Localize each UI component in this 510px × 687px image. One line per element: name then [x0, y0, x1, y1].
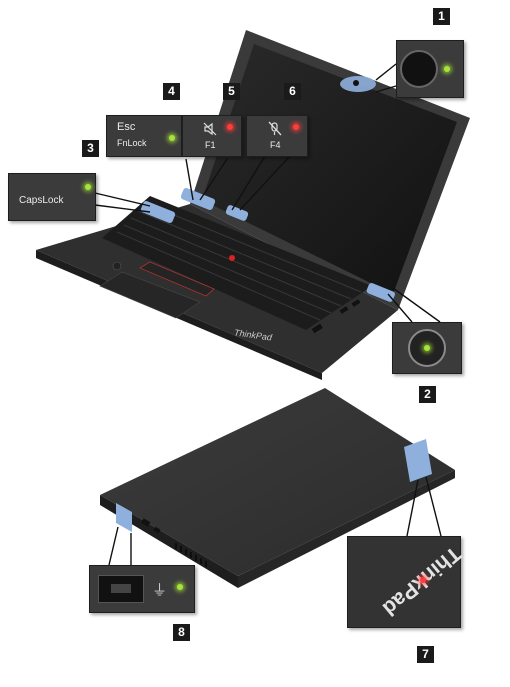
display-panel [202, 44, 457, 294]
microphone-mute-icon [268, 121, 282, 136]
leader-lines-top [94, 63, 441, 323]
callout-number-1: 1 [433, 8, 450, 25]
laptop-lid [100, 388, 455, 576]
side-vents [175, 543, 207, 567]
fingerprint-reader [112, 261, 122, 271]
lid-right-edge [238, 470, 455, 588]
capslock-key-callout: CapsLock [8, 173, 96, 221]
ac-power-callout: ⏚ [89, 565, 195, 613]
fnlock-led [169, 135, 175, 141]
capslock-led [85, 184, 91, 190]
esc-f1-key-highlight [180, 187, 216, 211]
power-button-highlight [366, 283, 395, 302]
power-connector-port [98, 575, 144, 603]
fnlock-key-callout: Esc FnLock [106, 115, 182, 157]
lid-logo-highlight [404, 439, 432, 482]
trackpoint [229, 255, 235, 261]
power-plug-icon: ⏚ [152, 582, 168, 599]
leader-lines-bottom [108, 476, 442, 566]
speaker-mute-icon [203, 122, 217, 136]
ac-power-led [177, 584, 183, 590]
power-button-callout [392, 322, 462, 374]
microphone-mute-led [293, 124, 299, 130]
camera-lens-icon [400, 50, 438, 88]
callout-number-7: 7 [417, 646, 434, 663]
camera-status-led [444, 66, 450, 72]
power-status-led [424, 345, 430, 351]
closed-laptop [100, 388, 455, 588]
esc-key-label: Esc [117, 121, 136, 133]
fnlock-key-label: FnLock [117, 138, 147, 148]
side-port [153, 526, 161, 534]
speaker-mute-led [227, 124, 233, 130]
callout-number-8: 8 [173, 624, 190, 641]
callout-number-2: 2 [419, 386, 436, 403]
trackpad-buttons [139, 261, 215, 297]
usb-c-port [141, 518, 151, 527]
microphone-mute-key-callout: F4 [246, 115, 308, 157]
thinkpad-logo-led [420, 577, 426, 583]
capslock-key-label: CapsLock [19, 195, 64, 206]
camera-indicator-callout [396, 40, 464, 98]
f4-key-highlight [225, 205, 249, 221]
speaker-mute-key-callout: F1 [182, 115, 242, 157]
open-laptop [36, 30, 470, 380]
thinkpad-logo-callout: ThinkPad [347, 536, 465, 628]
power-connector-highlight [116, 503, 132, 532]
keyboard [102, 196, 372, 330]
touchpad [99, 271, 201, 319]
callout-number-5: 5 [223, 83, 240, 100]
callout-number-6: 6 [284, 83, 301, 100]
f4-key-label: F4 [270, 140, 281, 150]
lid-left-edge [100, 495, 238, 588]
callout-number-3: 3 [82, 140, 99, 157]
camera-lens [353, 80, 359, 86]
side-ports [311, 299, 361, 334]
f1-key-label: F1 [205, 140, 216, 150]
callout-number-4: 4 [163, 83, 180, 100]
